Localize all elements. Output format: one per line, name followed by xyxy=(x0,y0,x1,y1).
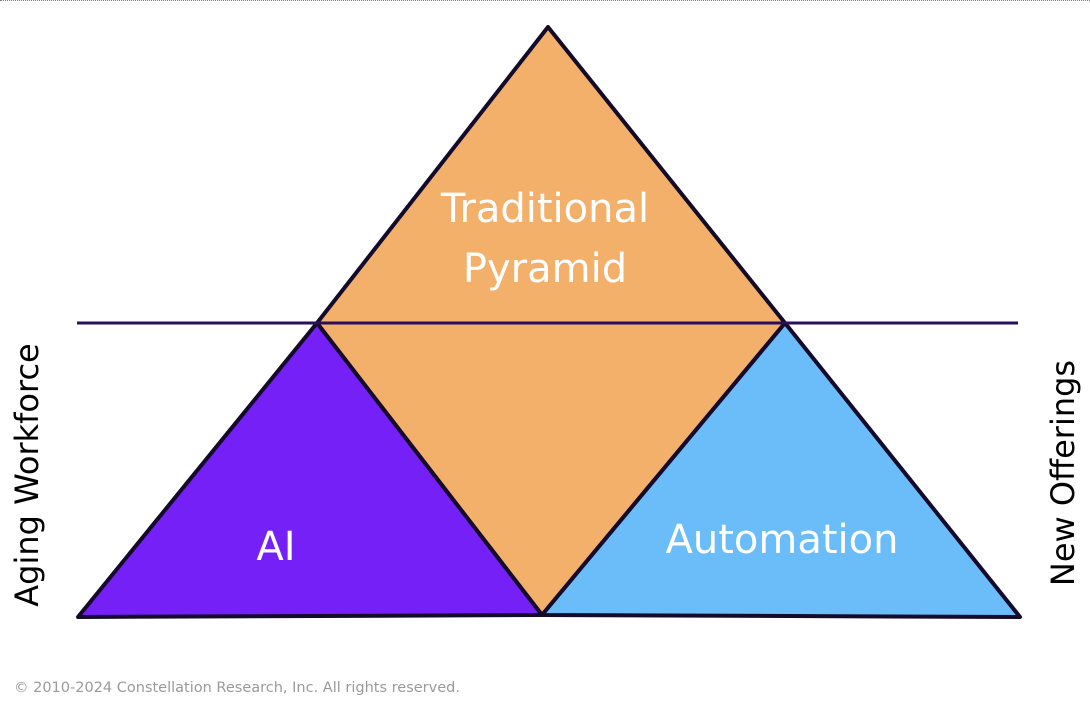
copyright-notice: © 2010-2024 Constellation Research, Inc.… xyxy=(14,680,460,696)
automation-label: Automation xyxy=(666,517,899,563)
top-dotted-border xyxy=(0,0,1090,1)
traditional-pyramid-label-line1: Traditional xyxy=(440,186,649,232)
automation-triangle xyxy=(540,321,1022,619)
ai-label: AI xyxy=(256,524,295,570)
ai-triangle xyxy=(76,321,544,619)
new-offerings-label: New Offerings xyxy=(1044,360,1082,586)
aging-workforce-label: Aging Workforce xyxy=(8,343,46,606)
traditional-pyramid-label-line2: Pyramid xyxy=(463,246,627,292)
